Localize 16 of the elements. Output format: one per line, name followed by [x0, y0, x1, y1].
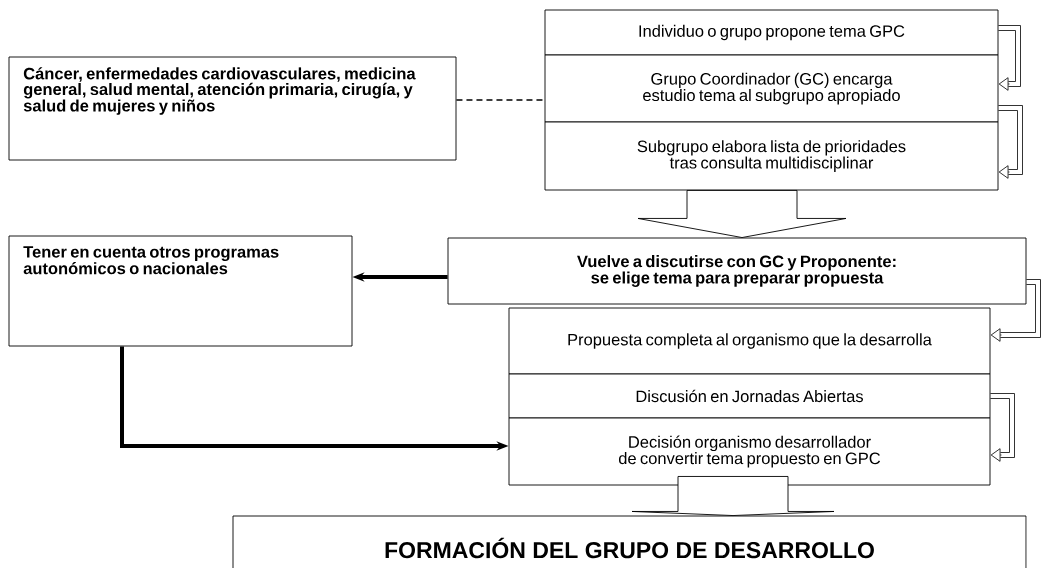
note-box: Cáncer, enfermedades cardiovasculares, medicina general, salud mental, atención primaria, cirugía, y salud de mujeres y niños — [8, 56, 457, 161]
note-box: Tener en cuenta otros programas autonómicos o nacionales — [8, 235, 353, 347]
process-box: Subgrupo elabora lista de prioridades tras consulta multidisciplinar — [544, 121, 999, 191]
hollow-arrow — [998, 105, 1023, 179]
block-arrow — [631, 476, 835, 516]
process-box: Propuesta completa al organismo que la desarrolla — [508, 307, 991, 375]
hollow-arrow — [990, 393, 1015, 462]
process-box: Grupo Coordinador (GC) encarga estudio tema al subgrupo apropiado — [544, 54, 999, 123]
hollow-arrow — [998, 25, 1021, 91]
process-box: Individuo o grupo propone tema GPC — [544, 9, 999, 56]
note-box: Vuelve a discutirse con GC y Proponente: se elige tema para preparar propuesta — [447, 237, 1027, 305]
hollow-arrow — [990, 279, 1041, 342]
block-arrow — [637, 190, 847, 238]
process-box: Discusión en Jornadas Abiertas — [508, 373, 991, 419]
heading-box: FORMACIÓN DEL GRUPO DE DESARROLLO — [232, 515, 1027, 568]
process-box: Decisión organismo desarrollador de convertir tema propuesto en GPC — [508, 417, 991, 486]
